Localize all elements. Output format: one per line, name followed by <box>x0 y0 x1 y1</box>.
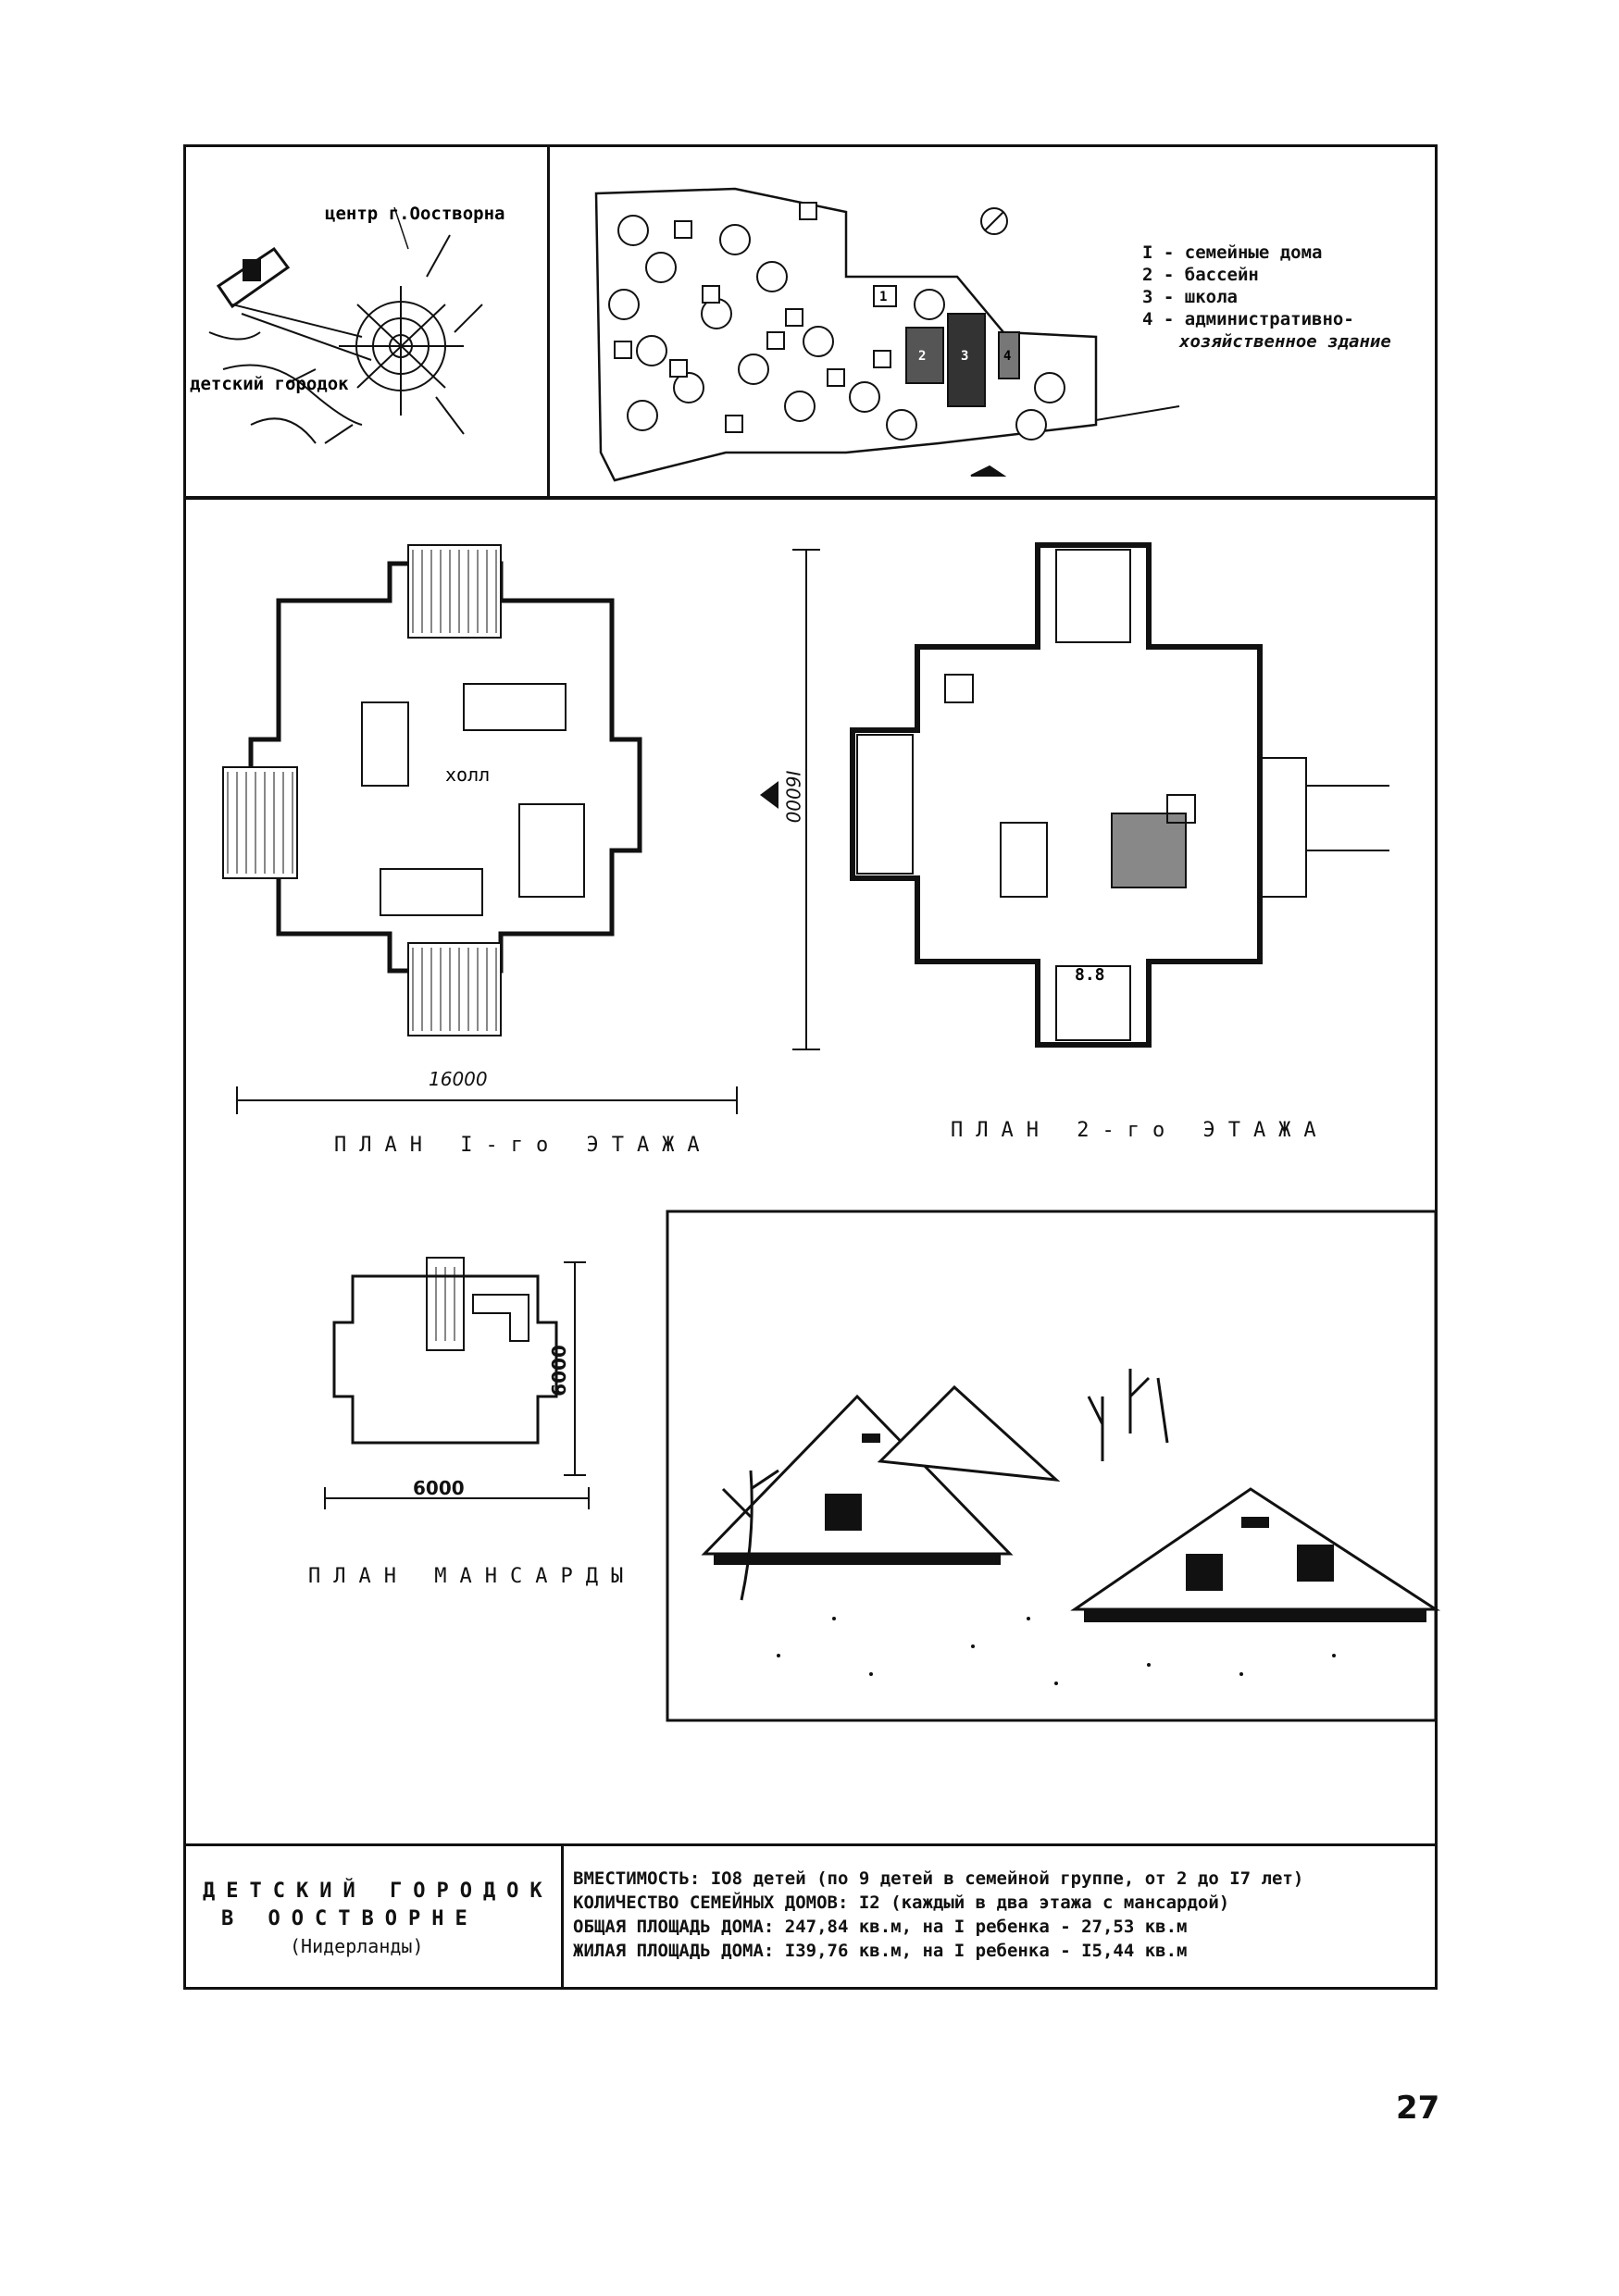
site-marker-3: 3 <box>961 349 968 364</box>
legend-item: хозяйственное здание <box>1179 331 1391 352</box>
floor1-dim-width: 16000 <box>429 1068 488 1090</box>
title-block: ДЕТСКИЙ ГОРОДОК В ООСТВОРНЕ (Нидерланды) <box>186 1846 561 1990</box>
floor1-dim-height: I6000 <box>781 770 804 824</box>
legend-item: 3 - школа <box>1142 287 1238 307</box>
site-marker-1: 1 <box>879 290 887 304</box>
map-label-village: детский городок <box>190 374 349 394</box>
page-number: 27 <box>1396 2090 1440 2127</box>
site-plan: 1 2 3 4 <box>594 187 1180 482</box>
info-houses-count: КОЛИЧЕСТВО СЕМЕЙНЫХ ДОМОВ: I2 (каждый в … <box>573 1893 1230 1913</box>
site-marker-2: 2 <box>918 349 926 364</box>
site-legend: I - семейные дома 2 - бассейн 3 - школа … <box>1142 242 1391 353</box>
drawing-sheet: центр г.Оостворна детский городок <box>183 144 1441 1990</box>
attic-dim-width: 6000 <box>413 1477 465 1499</box>
floor2-room-label: 8.8 <box>1075 965 1105 985</box>
attic-caption: ПЛАН МАНСАРДЫ <box>308 1565 637 1588</box>
floor-plan-1: холл <box>222 544 642 1036</box>
legend-item: 2 - бассейн <box>1142 265 1259 285</box>
title-line-3: (Нидерланды) <box>290 1935 424 1957</box>
site-marker-4: 4 <box>1003 349 1011 364</box>
attic-dim-vertical <box>564 1261 586 1476</box>
divider-top <box>186 496 1435 500</box>
legend-item: 4 - административно- <box>1142 309 1354 329</box>
floor1-dim-vertical <box>760 549 820 1050</box>
title-line-1: ДЕТСКИЙ ГОРОДОК <box>203 1880 554 1903</box>
info-living-area: ЖИЛАЯ ПЛОЩАДЬ ДОМА: I39,76 кв.м, на I ре… <box>573 1941 1188 1961</box>
floor1-caption: ПЛАН I-го ЭТАЖА <box>334 1134 713 1157</box>
divider-info-vertical <box>561 1846 564 1990</box>
info-block: ВМЕСТИМОСТЬ: IO8 детей (по 9 детей в сем… <box>564 1846 1438 1990</box>
attic-dim-horizontal <box>324 1487 590 1509</box>
floor1-dim-horizontal <box>236 1086 738 1114</box>
attic-dim-height: 6000 <box>547 1345 570 1396</box>
info-total-area: ОБЩАЯ ПЛОЩАДЬ ДОМА: 247,84 кв.м, на I ре… <box>573 1917 1188 1937</box>
divider-bottom <box>186 1843 1435 1846</box>
attic-plan <box>332 1257 558 1445</box>
legend-item: I - семейные дома <box>1142 242 1323 263</box>
floor-plan-2: 8.8 <box>850 542 1389 1048</box>
title-line-2: В ООСТВОРНЕ <box>221 1907 479 1930</box>
location-map: центр г.Оостворна детский городок <box>190 204 504 444</box>
floor2-caption: ПЛАН 2-го ЭТАЖА <box>951 1119 1329 1142</box>
map-label-center: центр г.Оостворна <box>325 204 504 224</box>
hall-label: холл <box>445 763 490 786</box>
perspective-drawing <box>666 1210 1441 1722</box>
divider-top-vertical <box>547 147 550 499</box>
info-capacity: ВМЕСТИМОСТЬ: IO8 детей (по 9 детей в сем… <box>573 1868 1304 1889</box>
